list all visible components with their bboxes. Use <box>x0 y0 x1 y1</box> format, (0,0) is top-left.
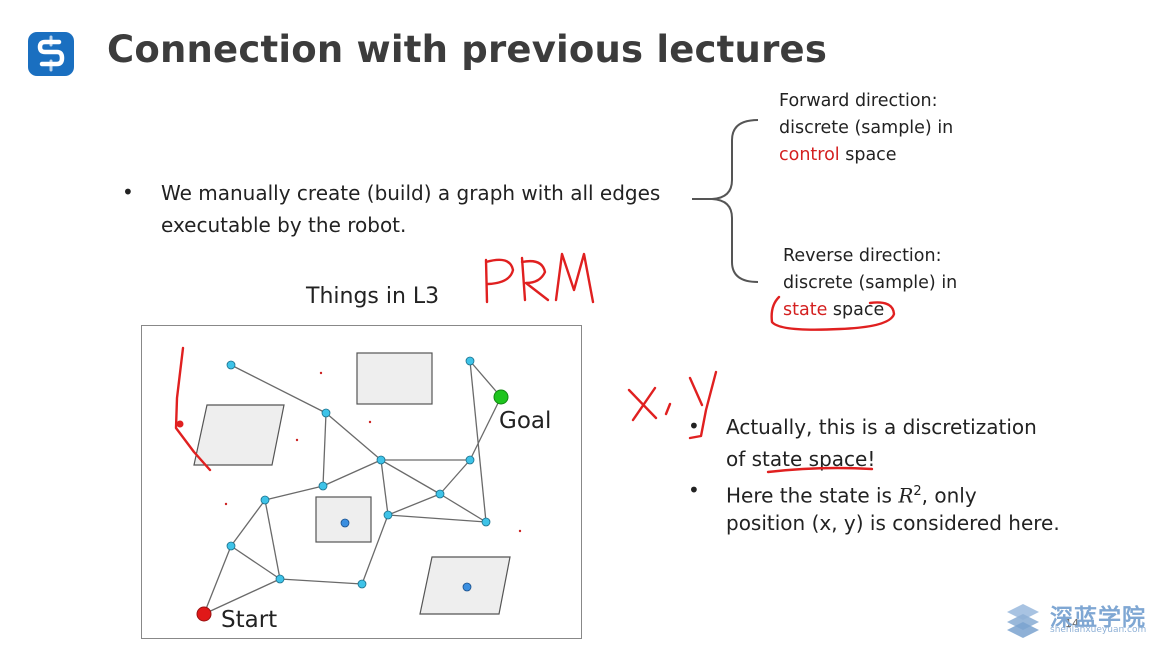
handwritten-underline <box>766 466 874 474</box>
bullet3-line1: Here the state is R2, only <box>726 483 977 508</box>
bullet3-line2: position (x, y) is considered here. <box>726 511 1060 535</box>
reverse-line1: Reverse direction: <box>783 246 942 266</box>
obstacle-node <box>340 518 350 528</box>
obstacle-node <box>462 582 472 592</box>
logo-icon <box>28 32 74 76</box>
forward-line3: control space <box>779 145 897 165</box>
graph-node <box>226 360 236 370</box>
bullet2-line2: of state space! <box>726 447 876 471</box>
forward-line2: discrete (sample) in <box>779 118 954 138</box>
handwritten-x <box>627 386 658 422</box>
goal-node <box>493 389 509 405</box>
start-node <box>196 606 212 622</box>
graph-node <box>321 408 331 418</box>
page-number: 14 <box>1065 617 1079 630</box>
obstacle <box>193 404 285 466</box>
goal-label: Goal <box>499 408 552 434</box>
forward-line1: Forward direction: <box>779 91 938 111</box>
bullet1-line2: executable by the robot. <box>161 213 407 237</box>
graph-node <box>318 481 328 491</box>
graph-node <box>481 517 491 527</box>
start-label: Start <box>221 607 278 633</box>
watermark-logo-icon <box>1003 600 1043 640</box>
obstacle <box>356 352 433 405</box>
handwritten-y <box>688 370 718 440</box>
bullet1-line1: We manually create (build) a graph with … <box>161 181 661 205</box>
reverse-line3: state space <box>783 300 885 320</box>
curly-brace <box>711 119 759 283</box>
watermark-url: shenlanxueyuan.com <box>1050 625 1147 635</box>
graph-node <box>357 579 367 589</box>
watermark-name: 深蓝学院 <box>1050 605 1146 631</box>
bullet-marker: • <box>688 478 700 502</box>
graph-node <box>465 356 475 366</box>
reverse-line2: discrete (sample) in <box>783 273 958 293</box>
bullet-marker: • <box>688 414 700 438</box>
bullet2-line1: Actually, this is a discretization <box>726 415 1037 439</box>
graph-node <box>376 455 386 465</box>
reverse-state-word: state <box>783 300 828 320</box>
graph-node <box>383 510 393 520</box>
bullet-marker: • <box>122 180 134 204</box>
handwritten-loop <box>770 295 896 331</box>
handwritten-p <box>484 258 515 304</box>
figure-caption: Things in L3 <box>306 284 440 309</box>
forward-control-word: control <box>779 145 840 165</box>
handwritten-comma <box>664 402 672 416</box>
handwritten-m <box>554 252 595 304</box>
graph-node <box>435 489 445 499</box>
graph-node <box>260 495 270 505</box>
handwritten-mark <box>174 346 212 472</box>
math-r: R <box>898 483 914 508</box>
graph-node <box>275 574 285 584</box>
graph-node <box>226 541 236 551</box>
handwritten-r <box>520 256 550 302</box>
graph-node <box>465 455 475 465</box>
page-title: Connection with previous lectures <box>107 28 828 71</box>
